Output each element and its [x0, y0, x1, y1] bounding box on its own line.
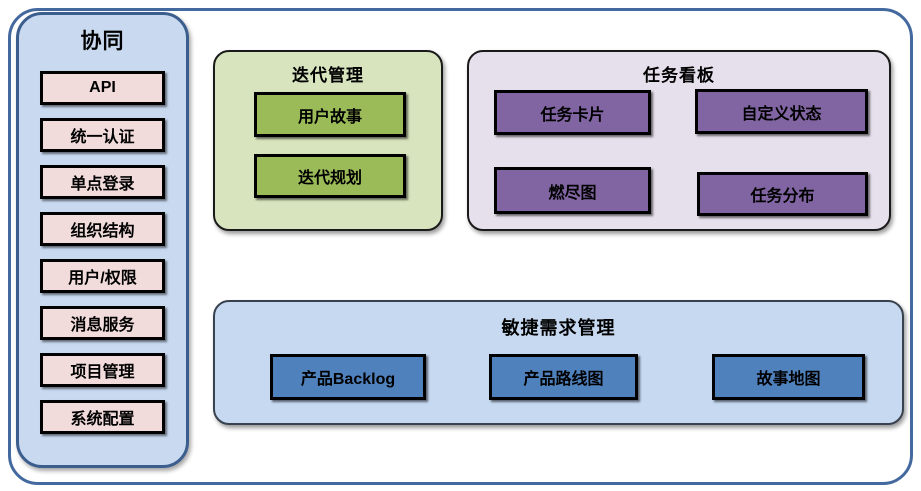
product-roadmap-box: 产品路线图 [489, 354, 638, 400]
burndown-chart-box: 燃尽图 [494, 167, 651, 214]
task-distribution-box: 任务分布 [697, 172, 868, 216]
agile-requirements-title: 敏捷需求管理 [501, 318, 616, 338]
sidebar-item-project-management: 项目管理 [40, 353, 165, 387]
task-board-group: 任务看板 任务卡片 自定义状态 燃尽图 任务分布 [467, 50, 891, 231]
collaboration-panel-title: 协同 [80, 30, 125, 53]
product-backlog-box: 产品Backlog [270, 354, 426, 400]
sidebar-item-system-config: 系统配置 [40, 400, 165, 434]
iteration-planning-box: 迭代规划 [254, 154, 406, 198]
sidebar-item-unified-auth: 统一认证 [40, 118, 165, 152]
sidebar-item-user-permission: 用户/权限 [40, 259, 165, 293]
sidebar-item-api: API [40, 71, 165, 105]
collaboration-item-list: API 统一认证 单点登录 组织结构 用户/权限 消息服务 项目管理 系统配置 [19, 71, 186, 434]
custom-status-box: 自定义状态 [695, 89, 868, 134]
user-story-box: 用户故事 [254, 92, 406, 137]
sidebar-item-org-structure: 组织结构 [40, 212, 165, 246]
sidebar-item-message-service: 消息服务 [40, 306, 165, 340]
sidebar-item-sso: 单点登录 [40, 165, 165, 199]
iteration-management-title: 迭代管理 [292, 66, 364, 85]
iteration-management-group: 迭代管理 用户故事 迭代规划 [213, 50, 443, 231]
task-card-box: 任务卡片 [494, 90, 651, 135]
diagram-outer-frame [8, 8, 913, 485]
agile-requirements-group: 敏捷需求管理 产品Backlog 产品路线图 故事地图 [213, 300, 904, 425]
story-map-box: 故事地图 [712, 354, 865, 400]
task-board-title: 任务看板 [643, 66, 715, 85]
collaboration-panel: 协同 API 统一认证 单点登录 组织结构 用户/权限 消息服务 项目管理 系统… [16, 12, 189, 468]
